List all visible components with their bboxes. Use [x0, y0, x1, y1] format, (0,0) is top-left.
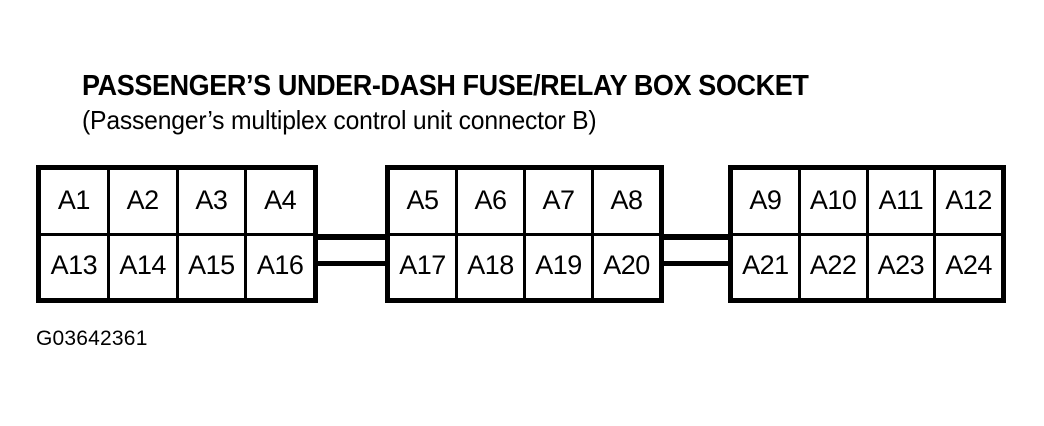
connector-link-bar-lower-2	[659, 261, 732, 266]
pin-cell[interactable]: A1	[41, 170, 110, 233]
pin-cell[interactable]: A14	[110, 235, 179, 298]
pin-cell[interactable]: A7	[526, 170, 594, 233]
pin-cell[interactable]: A8	[610, 184, 643, 215]
pin-cell[interactable]: A15	[179, 235, 248, 298]
connector-link-bar-upper-2	[659, 234, 732, 240]
pin-row-top: A9 A10 A11 A12	[733, 170, 1001, 236]
pin-cell[interactable]: A5	[390, 170, 458, 233]
figure-id-caption: G03642361	[36, 327, 148, 350]
connector-link-bar-lower-1	[313, 261, 389, 266]
pin-cell[interactable]: A19	[526, 235, 594, 298]
pin-row-bottom: A13 A14 A15 A16	[41, 235, 313, 298]
connector-block-left: A1 A2 A3 A4 A13 A14 A15 A16	[36, 165, 318, 303]
pin-cell[interactable]: A22	[801, 235, 869, 298]
pin-row-bottom: A21 A22 A23 A24	[733, 235, 1001, 298]
pin-cell[interactable]: A6	[458, 170, 526, 233]
page-title: PASSENGER’S UNDER-DASH FUSE/RELAY BOX SO…	[82, 70, 809, 102]
pin-cell[interactable]: A18	[458, 235, 526, 298]
page-subtitle: (Passenger’s multiplex control unit conn…	[82, 105, 597, 135]
pin-cell[interactable]: A24	[945, 250, 992, 281]
pin-cell[interactable]: A10	[801, 170, 869, 233]
pin-cell[interactable]: A20	[603, 250, 650, 281]
pin-cell[interactable]: A4	[264, 184, 297, 215]
pin-row-top: A5 A6 A7 A8	[390, 170, 659, 236]
pin-cell[interactable]: A23	[869, 235, 937, 298]
pin-row-bottom: A17 A18 A19 A20	[390, 235, 659, 298]
pin-cell[interactable]: A21	[733, 235, 801, 298]
pin-cell[interactable]: A3	[179, 170, 248, 233]
pin-cell[interactable]: A12	[945, 184, 992, 215]
pin-cell[interactable]: A11	[869, 170, 937, 233]
connector-block-middle: A5 A6 A7 A8 A17 A18 A19 A20	[385, 165, 664, 303]
connector-link-bar-upper-1	[313, 234, 389, 240]
pin-cell[interactable]: A13	[41, 235, 110, 298]
pin-cell[interactable]: A9	[733, 170, 801, 233]
pin-row-top: A1 A2 A3 A4	[41, 170, 313, 236]
pin-cell[interactable]: A2	[110, 170, 179, 233]
pin-cell[interactable]: A17	[390, 235, 458, 298]
connector-block-right: A9 A10 A11 A12 A21 A22 A23 A24	[728, 165, 1006, 303]
pin-cell[interactable]: A16	[256, 250, 304, 281]
